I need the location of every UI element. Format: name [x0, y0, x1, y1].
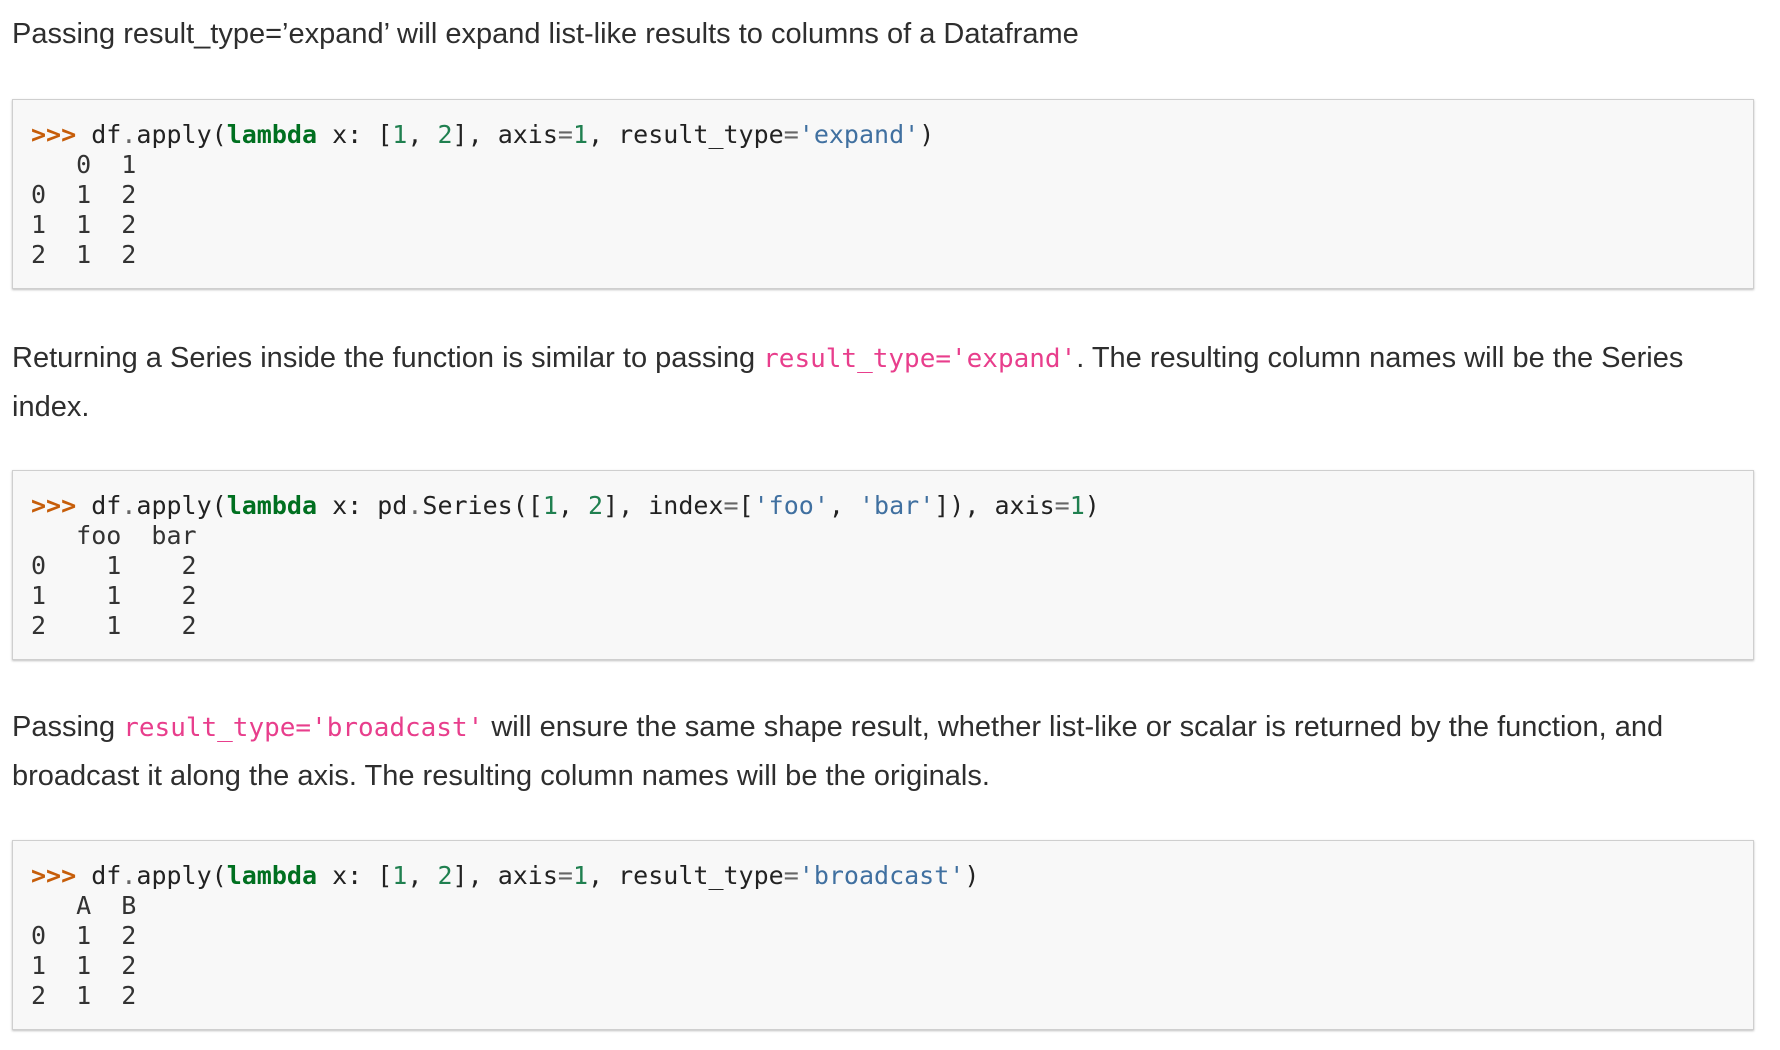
- code-line-input: >>> df.apply(lambda x: [1, 2], axis=1, r…: [31, 861, 980, 890]
- inline-code-result-type-expand: result_type='expand': [763, 344, 1077, 374]
- code-line-input: >>> df.apply(lambda x: pd.Series([1, 2],…: [31, 491, 1100, 520]
- keyword-lambda: lambda: [226, 861, 318, 890]
- string-foo: 'foo': [753, 491, 829, 520]
- code-example-broadcast[interactable]: >>> df.apply(lambda x: [1, 2], axis=1, r…: [12, 840, 1754, 1030]
- code-example-series[interactable]: >>> df.apply(lambda x: pd.Series([1, 2],…: [12, 470, 1754, 660]
- string-broadcast: 'broadcast': [798, 861, 965, 890]
- keyword-lambda: lambda: [226, 491, 318, 520]
- code-output-table: foo bar 0 1 2 1 1 2 2 1 2: [31, 521, 197, 640]
- paragraph-expand-intro: Passing result_type=’expand’ will expand…: [12, 18, 1079, 50]
- string-bar: 'bar': [858, 491, 935, 520]
- code-output-table: A B 0 1 2 1 1 2 2 1 2: [31, 891, 137, 1010]
- prompt-marker: >>>: [31, 120, 77, 149]
- inline-code-result-type-broadcast: result_type='broadcast': [123, 713, 484, 743]
- string-expand: 'expand': [798, 120, 920, 149]
- paragraph-broadcast: Passing result_type='broadcast' will ens…: [12, 711, 1664, 792]
- code-line-input: >>> df.apply(lambda x: [1, 2], axis=1, r…: [31, 120, 935, 149]
- paragraph-series-return: Returning a Series inside the function i…: [12, 342, 1684, 423]
- prompt-marker: >>>: [31, 491, 77, 520]
- prompt-marker: >>>: [31, 861, 77, 890]
- code-output-table: 0 1 0 1 2 1 1 2 2 1 2: [31, 150, 137, 269]
- keyword-lambda: lambda: [226, 120, 318, 149]
- code-example-expand[interactable]: >>> df.apply(lambda x: [1, 2], axis=1, r…: [12, 99, 1754, 289]
